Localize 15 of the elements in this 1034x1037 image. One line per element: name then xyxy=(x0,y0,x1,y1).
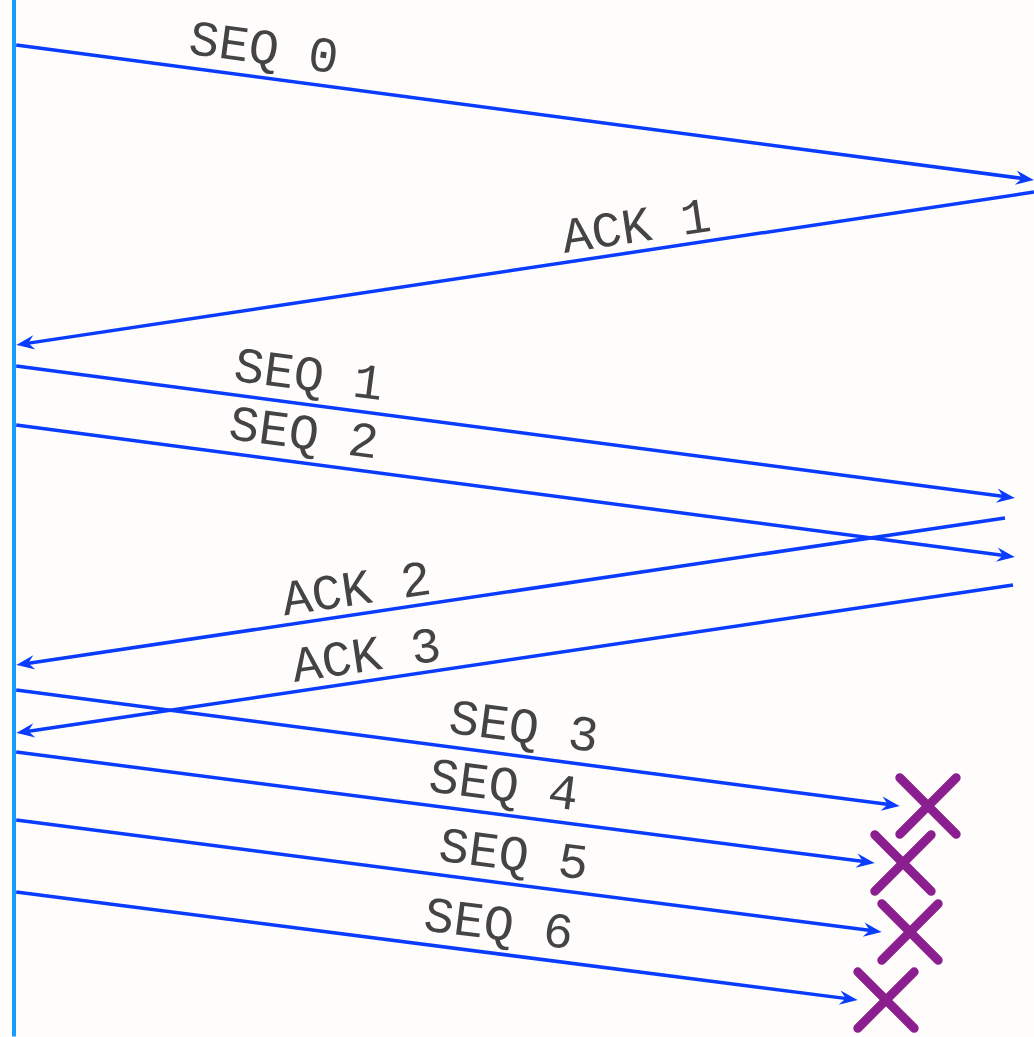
edge-label: SEQ 6 xyxy=(425,898,571,951)
edge-label: SEQ 3 xyxy=(450,701,596,753)
loss-cross xyxy=(870,830,936,896)
edge-label: SEQ 5 xyxy=(440,828,586,881)
edge-label: ACK 3 xyxy=(294,628,439,682)
edge-label: SEQ 0 xyxy=(190,22,336,75)
edge-label: SEQ 4 xyxy=(430,759,576,812)
edge-label: SEQ 2 xyxy=(230,407,376,460)
loss-cross xyxy=(877,899,943,965)
edge-label: SEQ 1 xyxy=(235,349,380,401)
loss-cross xyxy=(853,967,919,1033)
edge-label: ACK 2 xyxy=(284,562,430,616)
lifeline xyxy=(12,0,16,1037)
loss-cross xyxy=(895,773,961,839)
edge-label: ACK 1 xyxy=(564,199,711,253)
